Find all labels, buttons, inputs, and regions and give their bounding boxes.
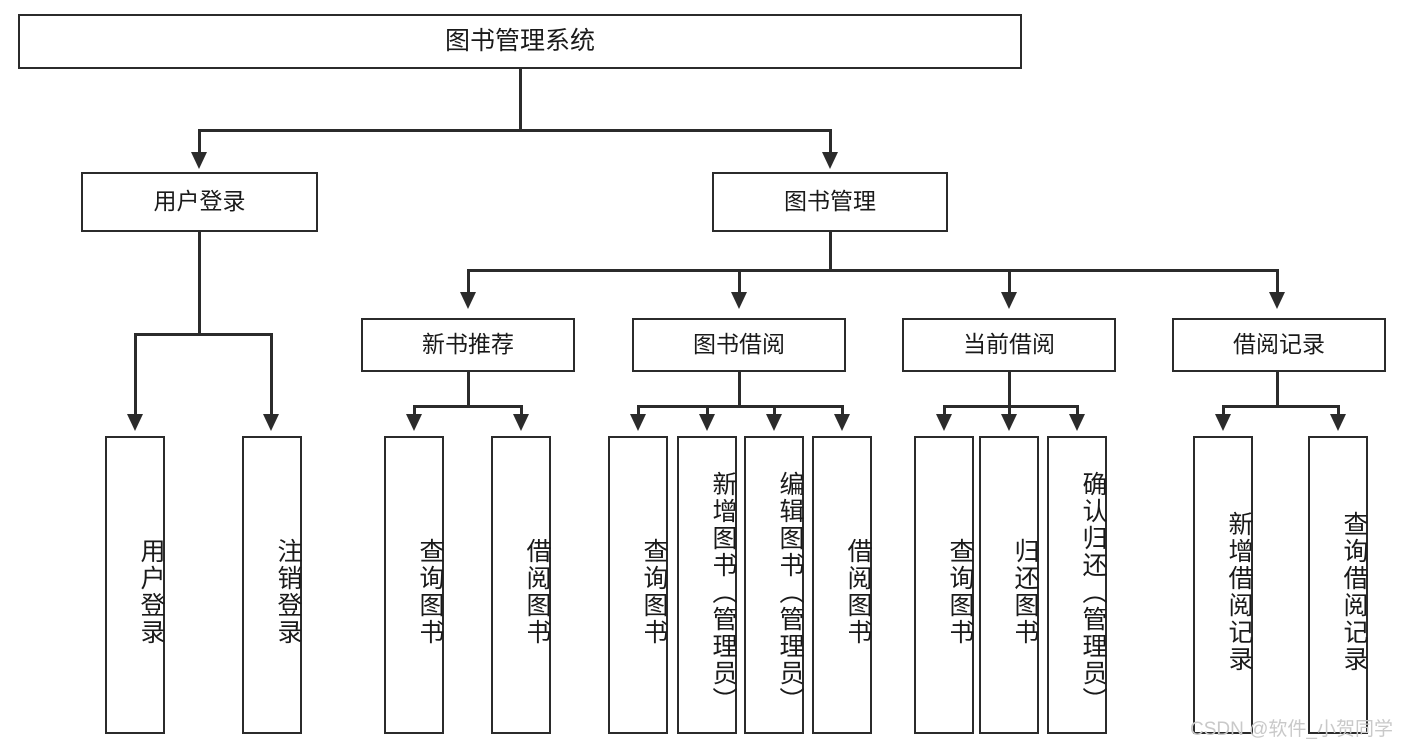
node-book-borrow[interactable]: 图书借阅	[632, 318, 846, 372]
leaf-current-borrow-2[interactable]: 确认归还（管理员）	[1047, 436, 1107, 734]
node-label: 查询图书	[946, 538, 974, 646]
node-label: 查询图书	[640, 538, 668, 646]
edge-book-mgmt-stem	[829, 232, 832, 271]
leaf-current-borrow-0[interactable]: 查询图书	[914, 436, 974, 734]
node-label: 用户登录	[137, 538, 165, 646]
leaf-borrow-records-1[interactable]: 查询借阅记录	[1308, 436, 1368, 734]
edge-root-stem	[519, 69, 522, 131]
arrow-current-borrow-to-leaf-1	[1001, 414, 1017, 431]
node-label: 图书管理系统	[444, 26, 595, 55]
node-label: 编辑图书（管理员）	[776, 470, 804, 714]
node-label: 注销登录	[274, 538, 302, 646]
edge-book-mgmt-to-new-book	[467, 269, 470, 295]
leaf-borrow-records-0[interactable]: 新增借阅记录	[1193, 436, 1253, 734]
node-book-management[interactable]: 图书管理	[712, 172, 948, 232]
edge-borrow-records-bus	[1222, 405, 1340, 408]
edge-new-book-bus	[413, 405, 523, 408]
edge-root-to-user-login	[198, 129, 201, 155]
leaf-user-login-0[interactable]: 用户登录	[105, 436, 165, 734]
arrow-book-borrow-to-leaf-0	[630, 414, 646, 431]
edge-user-login-bus	[134, 333, 273, 336]
edge-new-book-to-leaf-0	[413, 405, 416, 417]
node-user-login[interactable]: 用户登录	[81, 172, 318, 232]
node-label: 当前借阅	[963, 331, 1055, 358]
arrow-user-login-to-leaf-0	[127, 414, 143, 431]
arrow-new-book-to-leaf-0	[406, 414, 422, 431]
arrow-book-borrow-to-leaf-1	[699, 414, 715, 431]
edge-book-borrow-to-leaf-2	[773, 405, 776, 417]
arrow-new-book-to-leaf-1	[513, 414, 529, 431]
edge-borrow-records-stem	[1276, 372, 1279, 407]
arrow-book-borrow-to-leaf-3	[834, 414, 850, 431]
edge-root-to-book-mgmt	[829, 129, 832, 155]
edge-borrow-records-to-leaf-0	[1222, 405, 1225, 417]
edge-root-bus	[198, 129, 832, 132]
edge-current-borrow-stem	[1008, 372, 1011, 407]
edge-current-borrow-to-leaf-2	[1076, 405, 1079, 417]
arrow-root-to-book-mgmt	[822, 152, 838, 169]
csdn-watermark: CSDN @软件_小贺同学	[1190, 719, 1393, 740]
node-label: 图书借阅	[693, 331, 785, 358]
node-label: 归还图书	[1011, 538, 1039, 646]
node-label: 用户登录	[153, 188, 246, 215]
edge-book-borrow-to-leaf-1	[706, 405, 709, 417]
edge-current-borrow-bus	[943, 405, 1079, 408]
edge-user-login-to-leaf-1	[270, 333, 273, 417]
node-label: 查询图书	[416, 538, 444, 646]
arrow-book-mgmt-to-current-borrow	[1001, 292, 1017, 309]
node-new-book-recommend[interactable]: 新书推荐	[361, 318, 575, 372]
node-label: 借阅图书	[844, 538, 872, 646]
edge-book-borrow-to-leaf-3	[841, 405, 844, 417]
edge-borrow-records-to-leaf-1	[1337, 405, 1340, 417]
edge-new-book-stem	[467, 372, 470, 407]
arrow-book-mgmt-to-new-book	[460, 292, 476, 309]
edge-book-borrow-to-leaf-0	[637, 405, 640, 417]
node-label: 新增借阅记录	[1225, 511, 1253, 673]
edge-user-login-stem	[198, 232, 201, 335]
node-label: 借阅图书	[523, 538, 551, 646]
node-label: 借阅记录	[1233, 331, 1325, 358]
edge-book-borrow-stem	[738, 372, 741, 407]
edge-book-borrow-bus	[637, 405, 844, 408]
leaf-new-book-recommend-1[interactable]: 借阅图书	[491, 436, 551, 734]
arrow-current-borrow-to-leaf-0	[936, 414, 952, 431]
node-label: 确认归还（管理员）	[1079, 470, 1107, 714]
arrow-current-borrow-to-leaf-2	[1069, 414, 1085, 431]
node-label: 新增图书（管理员）	[709, 470, 737, 714]
leaf-new-book-recommend-0[interactable]: 查询图书	[384, 436, 444, 734]
edge-current-borrow-to-leaf-0	[943, 405, 946, 417]
node-borrow-records[interactable]: 借阅记录	[1172, 318, 1386, 372]
leaf-user-login-1[interactable]: 注销登录	[242, 436, 302, 734]
arrow-borrow-records-to-leaf-0	[1215, 414, 1231, 431]
leaf-book-borrow-0[interactable]: 查询图书	[608, 436, 668, 734]
leaf-book-borrow-3[interactable]: 借阅图书	[812, 436, 872, 734]
node-label: 图书管理	[784, 188, 876, 215]
edge-new-book-to-leaf-1	[520, 405, 523, 417]
leaf-book-borrow-2[interactable]: 编辑图书（管理员）	[744, 436, 804, 734]
arrow-borrow-records-to-leaf-1	[1330, 414, 1346, 431]
arrow-root-to-user-login	[191, 152, 207, 169]
edge-book-mgmt-to-borrow-records	[1276, 269, 1279, 295]
node-label: 新书推荐	[422, 331, 514, 358]
edge-book-mgmt-bus	[467, 269, 1279, 272]
node-label: 查询借阅记录	[1340, 511, 1368, 673]
arrow-book-borrow-to-leaf-2	[766, 414, 782, 431]
arrow-book-mgmt-to-book-borrow	[731, 292, 747, 309]
edge-current-borrow-to-leaf-1	[1008, 405, 1011, 417]
edge-user-login-to-leaf-0	[134, 333, 137, 417]
edge-book-mgmt-to-current-borrow	[1008, 269, 1011, 295]
node-current-borrow[interactable]: 当前借阅	[902, 318, 1116, 372]
arrow-user-login-to-leaf-1	[263, 414, 279, 431]
edge-book-mgmt-to-book-borrow	[738, 269, 741, 295]
arrow-book-mgmt-to-borrow-records	[1269, 292, 1285, 309]
leaf-book-borrow-1[interactable]: 新增图书（管理员）	[677, 436, 737, 734]
node-root-system[interactable]: 图书管理系统	[18, 14, 1022, 69]
leaf-current-borrow-1[interactable]: 归还图书	[979, 436, 1039, 734]
